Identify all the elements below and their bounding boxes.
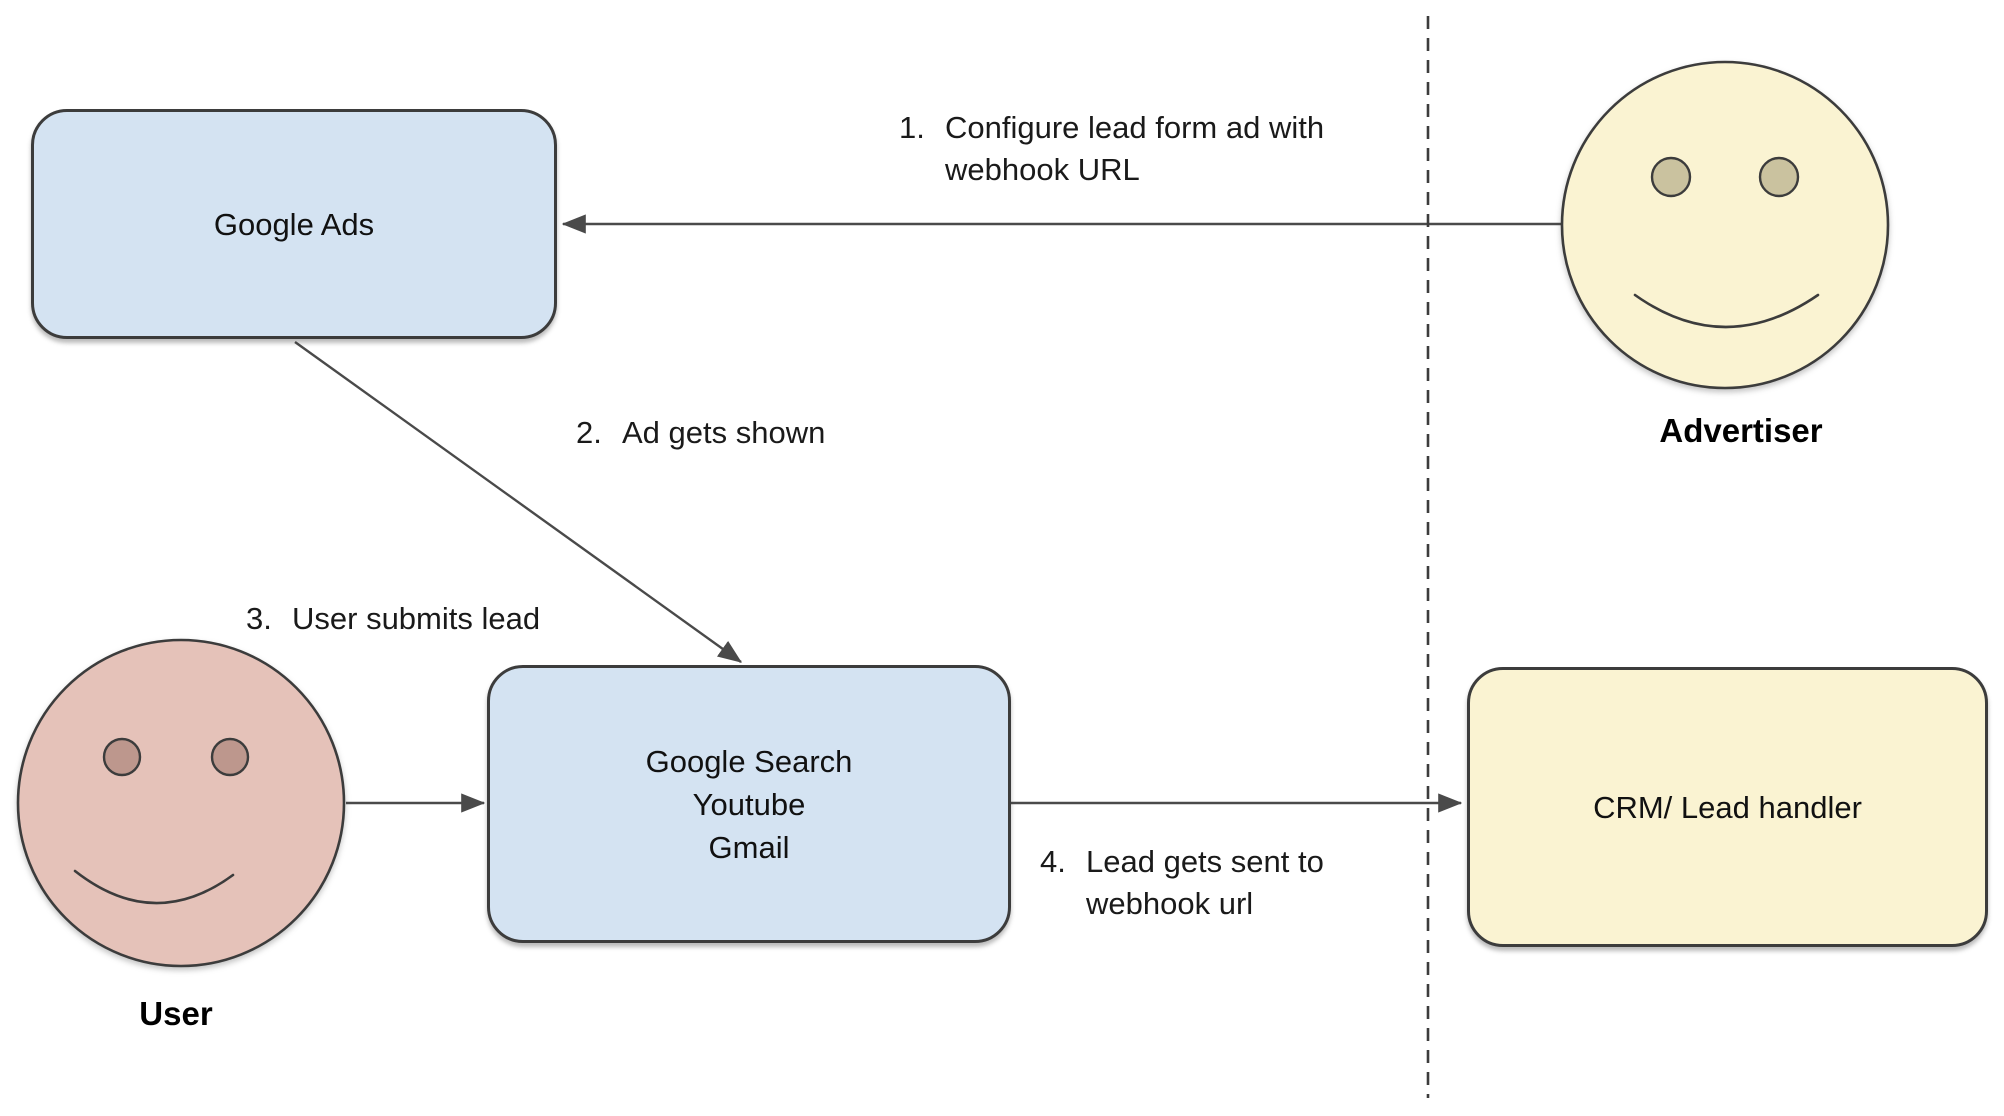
step-3-text: User submits lead [292,601,541,636]
google-ads-label: Google Ads [213,206,375,242]
google-surfaces-node: Google Search Youtube Gmail [487,665,1011,943]
arrow-ad-gets-shown [294,341,742,663]
crm-lead-handler-node: CRM/ Lead handler [1467,667,1988,947]
step-4-number: 4. [1040,844,1066,879]
user-face-icon [16,638,346,968]
crm-label: CRM/ Lead handler [1593,789,1862,825]
user-smile [73,869,235,905]
advertiser-head [1560,60,1890,390]
step-1-text: Configure lead form ad with webhook URL [945,110,1325,187]
advertiser-face-icon [1560,60,1890,390]
user-right-eye [210,737,250,777]
user-left-eye [102,737,142,777]
user-head [16,638,346,968]
surface-google-search: Google Search [645,743,853,779]
step-2-text: Ad gets shown [622,415,826,450]
step-1-annotation: 1. Configure lead form ad with webhook U… [899,107,1324,191]
step-2-number: 2. [576,415,602,450]
advertiser-right-eye [1758,156,1800,198]
step-4-text: Lead gets sent to webhook url [1086,844,1324,921]
step-3-annotation: 3. User submits lead [246,598,540,640]
user-label: User [139,995,213,1032]
step-1-number: 1. [899,110,925,145]
surface-gmail: Gmail [708,829,790,865]
google-ads-node: Google Ads [31,109,557,339]
advertiser-label: Advertiser [1659,412,1823,449]
step-3-number: 3. [246,601,272,636]
advertiser-left-eye [1650,156,1692,198]
google-surfaces-label: Google Search Youtube Gmail [646,740,853,869]
surface-youtube: Youtube [692,786,806,822]
step-4-annotation: 4. Lead gets sent to webhook url [1040,841,1324,925]
step-2-annotation: 2. Ad gets shown [576,412,825,454]
advertiser-smile [1633,293,1820,329]
